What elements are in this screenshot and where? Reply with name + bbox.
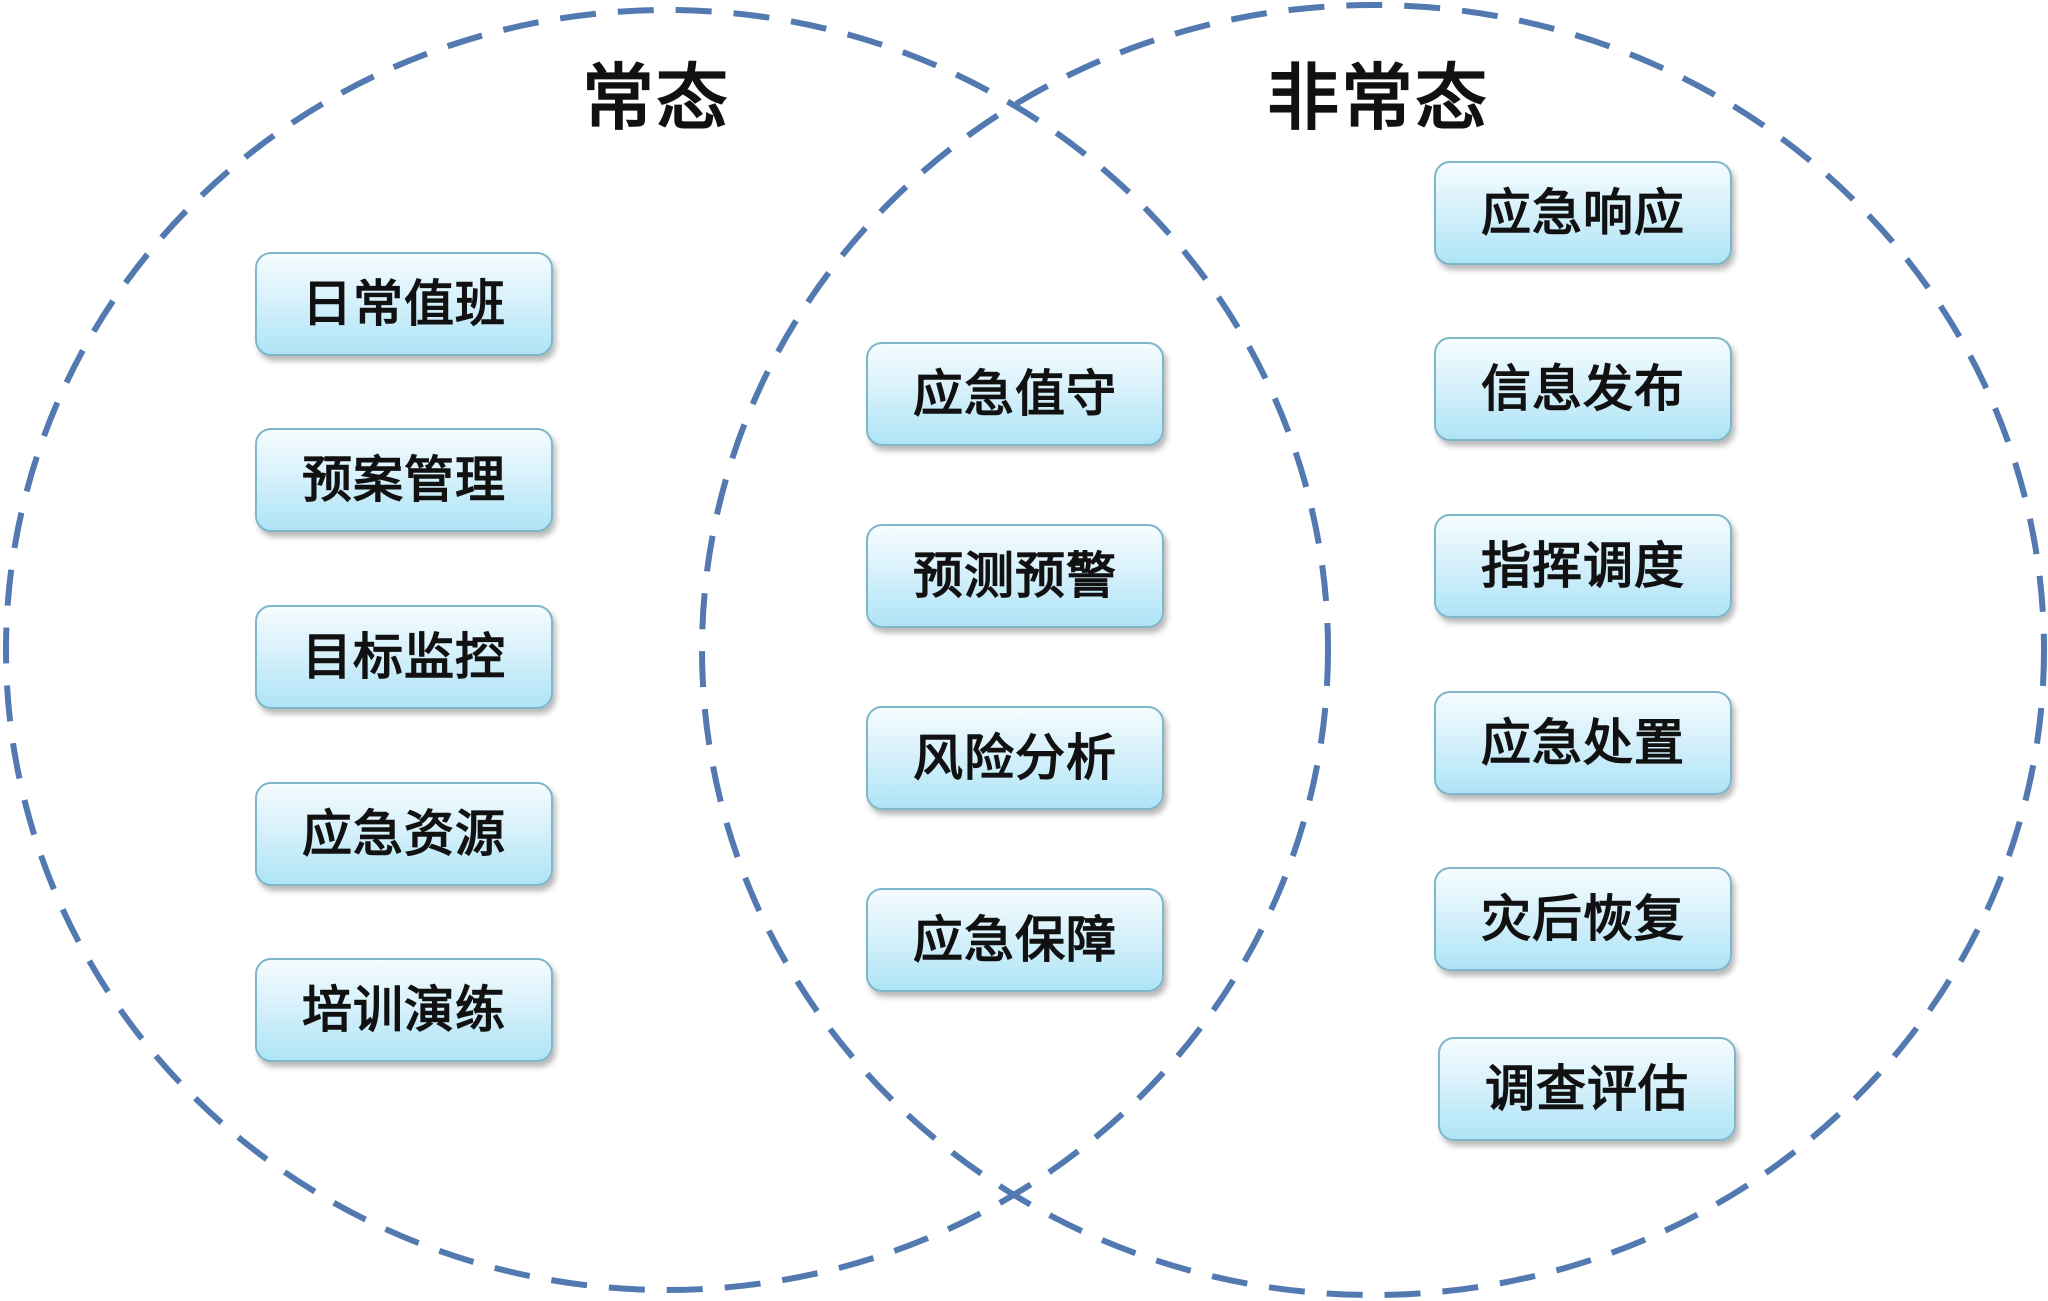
right-item-box: 应急处置	[1434, 691, 1732, 795]
item-label: 目标监控	[302, 628, 506, 686]
overlap-item-box: 预测预警	[866, 524, 1164, 628]
item-label: 灾后恢复	[1481, 890, 1685, 948]
left-set-title: 常态	[582, 56, 731, 140]
right-item-box: 应急响应	[1434, 161, 1732, 265]
item-label: 应急保障	[913, 911, 1117, 969]
left-item-box: 培训演练	[255, 958, 553, 1062]
item-label: 应急响应	[1481, 184, 1685, 242]
overlap-item-box: 应急保障	[866, 888, 1164, 992]
item-label: 预案管理	[302, 451, 506, 509]
right-item-box: 指挥调度	[1434, 514, 1732, 618]
item-label: 应急资源	[302, 805, 506, 863]
item-label: 应急处置	[1481, 714, 1685, 772]
item-label: 培训演练	[302, 981, 506, 1039]
item-label: 信息发布	[1481, 360, 1685, 418]
item-label: 风险分析	[913, 729, 1117, 787]
right-item-box: 调查评估	[1438, 1037, 1736, 1141]
item-label: 日常值班	[302, 275, 506, 333]
right-item-box: 信息发布	[1434, 337, 1732, 441]
left-item-box: 目标监控	[255, 605, 553, 709]
left-item-box: 预案管理	[255, 428, 553, 532]
overlap-item-box: 应急值守	[866, 342, 1164, 446]
overlap-item-box: 风险分析	[866, 706, 1164, 810]
left-item-box: 应急资源	[255, 782, 553, 886]
item-label: 预测预警	[913, 547, 1117, 605]
left-item-box: 日常值班	[255, 252, 553, 356]
right-set-circle	[699, 2, 2047, 1298]
item-label: 指挥调度	[1481, 537, 1685, 595]
item-label: 应急值守	[913, 365, 1117, 423]
left-set-circle	[3, 7, 1331, 1293]
right-set-title: 非常态	[1267, 56, 1490, 140]
right-item-box: 灾后恢复	[1434, 867, 1732, 971]
item-label: 调查评估	[1485, 1060, 1689, 1118]
